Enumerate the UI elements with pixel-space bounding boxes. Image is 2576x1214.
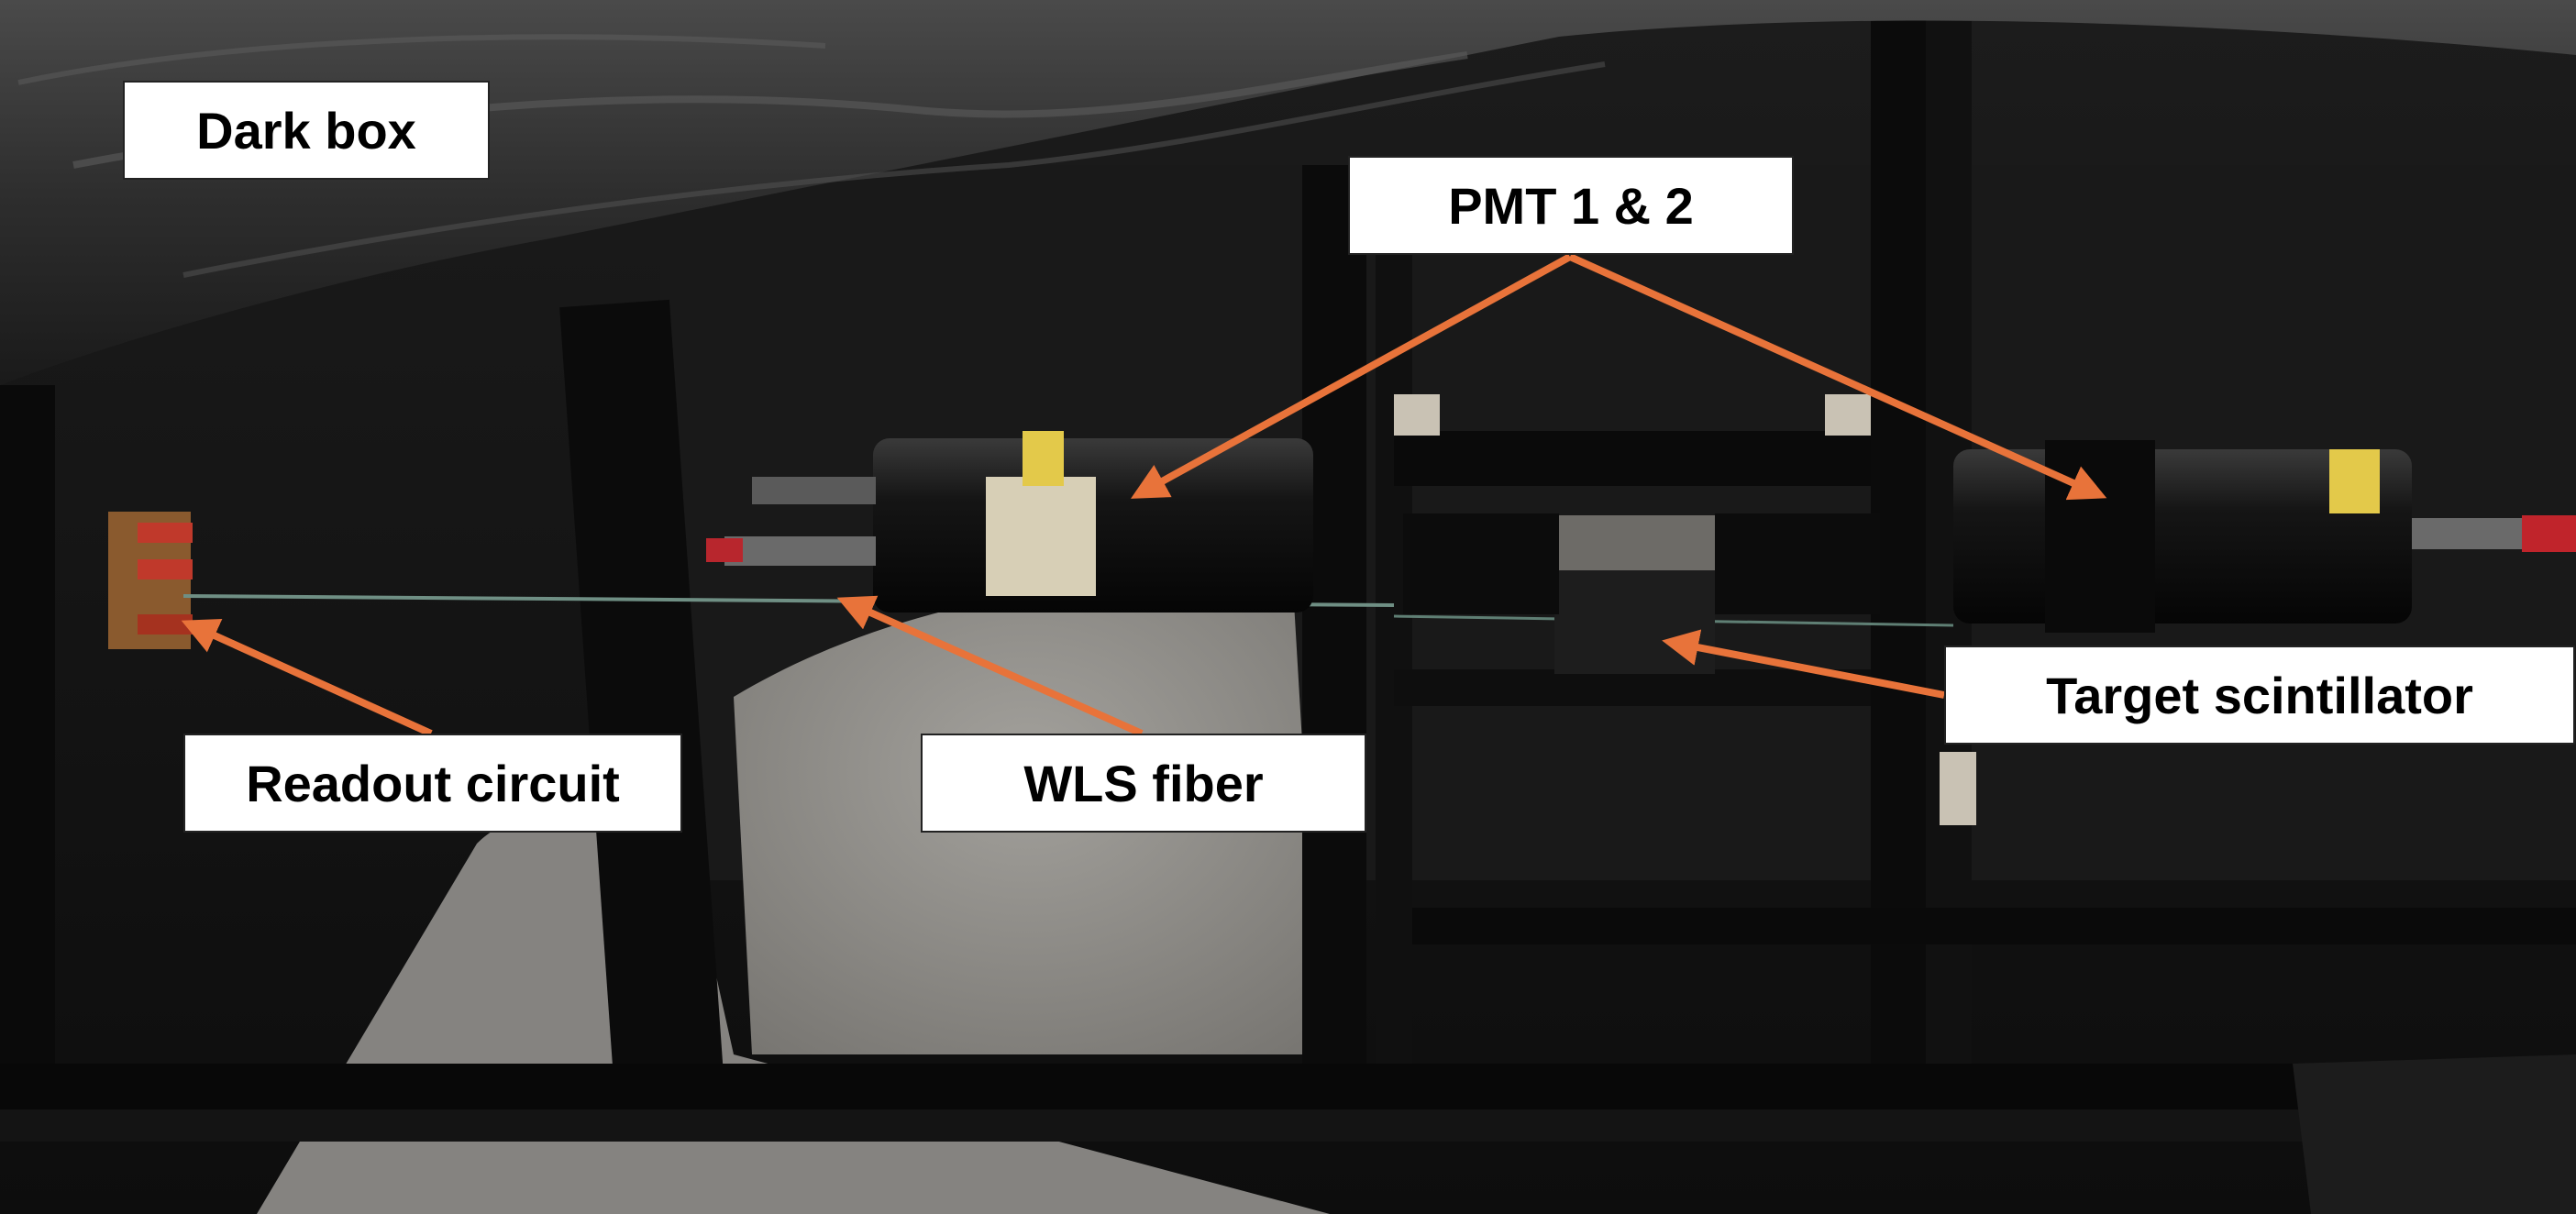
frame-clamp-3 (1940, 752, 1976, 825)
frame-rail-lower (1412, 908, 2576, 944)
dark-box-label: Dark box (123, 81, 490, 180)
target-scintillator-label: Target scintillator (1944, 646, 2575, 745)
frame-rail-bottom-2 (0, 1109, 2576, 1142)
wls-arrow (836, 595, 1144, 737)
pmt-label: PMT 1 & 2 (1348, 156, 1794, 255)
frame-post-3 (1376, 165, 1412, 1082)
frame-post-1 (559, 299, 724, 1095)
pmt-arrow-right (1568, 253, 2107, 501)
target-foam-cap (1550, 515, 1719, 570)
black-wrap-right (1715, 513, 1880, 614)
pmt-1-connector-top (752, 477, 876, 504)
readout-connector-1 (138, 523, 193, 543)
pmt-1-tape (1023, 431, 1064, 486)
pmt-1-connector-bottom (724, 536, 876, 566)
readout-circuit-label: Readout circuit (183, 734, 682, 833)
target-arrow (1662, 629, 1945, 699)
frame-rail-mid (1394, 669, 1871, 706)
readout-connector-2 (138, 559, 193, 579)
pmt-2-sleeve (2045, 440, 2155, 633)
pmt-arrow-left (1130, 253, 1572, 499)
frame-rail-top (1394, 431, 1871, 486)
frame-post-2 (1302, 165, 1366, 1082)
dark-cloth-fold-2 (182, 61, 1606, 278)
wls-fiber-label: WLS fiber (921, 734, 1366, 833)
frame-post-left (0, 385, 55, 1073)
readout-arrow (181, 618, 433, 737)
frame-rail-bottom-1 (0, 1064, 2576, 1109)
black-wrap (1403, 513, 1559, 614)
frame-clamp-2 (1825, 394, 1871, 436)
pmt-2-red-cable (2522, 515, 2576, 552)
frame-clamp-1 (1394, 394, 1440, 436)
pmt-2-connector (2412, 518, 2522, 549)
pmt-1-label (986, 477, 1096, 596)
pmt-1-red-cable (706, 538, 743, 562)
readout-connector-3 (138, 614, 193, 635)
dark-cloth-fold-3 (17, 34, 826, 85)
pmt-2-tape (2329, 449, 2380, 513)
side-drape (2293, 1054, 2576, 1214)
